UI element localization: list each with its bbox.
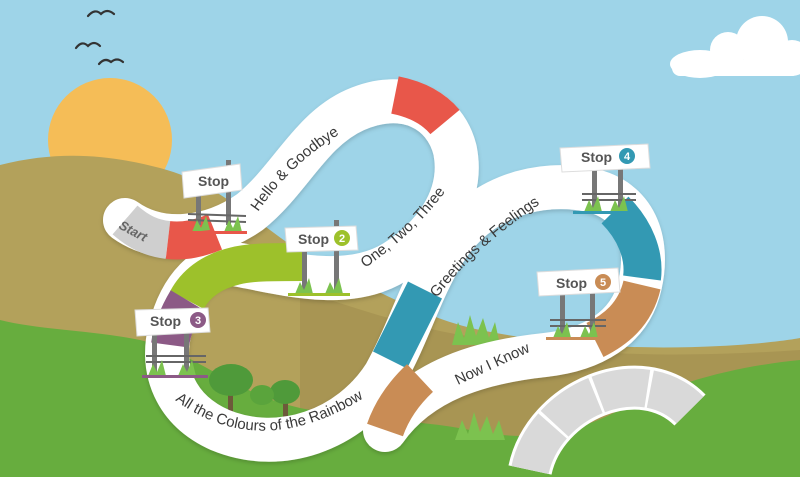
stop-4-number: 4 bbox=[624, 151, 631, 163]
fence-icon bbox=[582, 193, 636, 201]
stop-2-label: Stop bbox=[298, 231, 329, 247]
stop-1-label: Stop bbox=[198, 173, 229, 189]
stop-4-badge bbox=[619, 148, 635, 164]
unit-2-segment[interactable] bbox=[170, 243, 306, 310]
unit-4b-segment[interactable] bbox=[601, 196, 662, 281]
stop-2-number: 2 bbox=[339, 233, 345, 245]
bush-icon bbox=[295, 278, 343, 294]
stop-sign-1[interactable]: Stop bbox=[181, 160, 247, 234]
stop-3-badge bbox=[190, 312, 206, 328]
tree-icon bbox=[209, 364, 300, 418]
fence-icon bbox=[146, 355, 206, 363]
bush-icon bbox=[584, 196, 628, 212]
stop-5-badge bbox=[595, 274, 611, 290]
unit-1-top-segment[interactable] bbox=[390, 76, 460, 135]
stop-sign-4[interactable]: Stop 4 bbox=[559, 143, 651, 214]
bush-icon bbox=[148, 360, 196, 376]
stop-3-number: 3 bbox=[195, 315, 201, 327]
stop-sign-2[interactable]: Stop 2 bbox=[284, 220, 359, 296]
stop-5-label: Stop bbox=[556, 275, 587, 291]
stop-3-label: Stop bbox=[150, 313, 181, 329]
bush-icon bbox=[192, 216, 242, 232]
bird-icon bbox=[74, 9, 125, 66]
stop-4-label: Stop bbox=[581, 149, 612, 165]
stop-sign-3[interactable]: Stop 3 bbox=[134, 307, 211, 378]
start-segment[interactable] bbox=[112, 205, 171, 259]
bush-icon bbox=[452, 315, 505, 440]
fence-icon bbox=[550, 319, 606, 327]
bush-icon bbox=[553, 322, 598, 338]
cloud-icon bbox=[670, 16, 800, 78]
unit-4-segment[interactable] bbox=[373, 281, 442, 369]
stop-5-number: 5 bbox=[600, 277, 606, 289]
unit-5b-segment[interactable] bbox=[367, 364, 434, 437]
stop-2-badge bbox=[334, 230, 350, 246]
stop-sign-5[interactable]: Stop 5 bbox=[536, 267, 621, 340]
